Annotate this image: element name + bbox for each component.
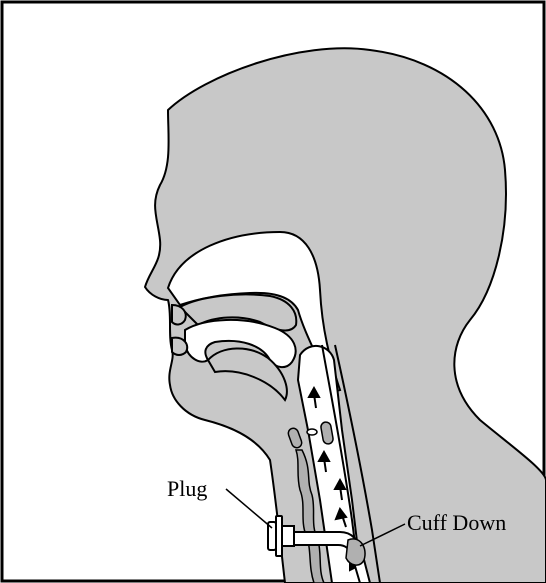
cuff-down-label: Cuff Down <box>407 512 506 534</box>
plug-label: Plug <box>167 478 207 500</box>
epiglottis <box>307 429 317 435</box>
lower-lip <box>172 338 187 355</box>
deflated-cuff-icon <box>346 539 365 565</box>
plug-leader-line <box>226 489 272 528</box>
